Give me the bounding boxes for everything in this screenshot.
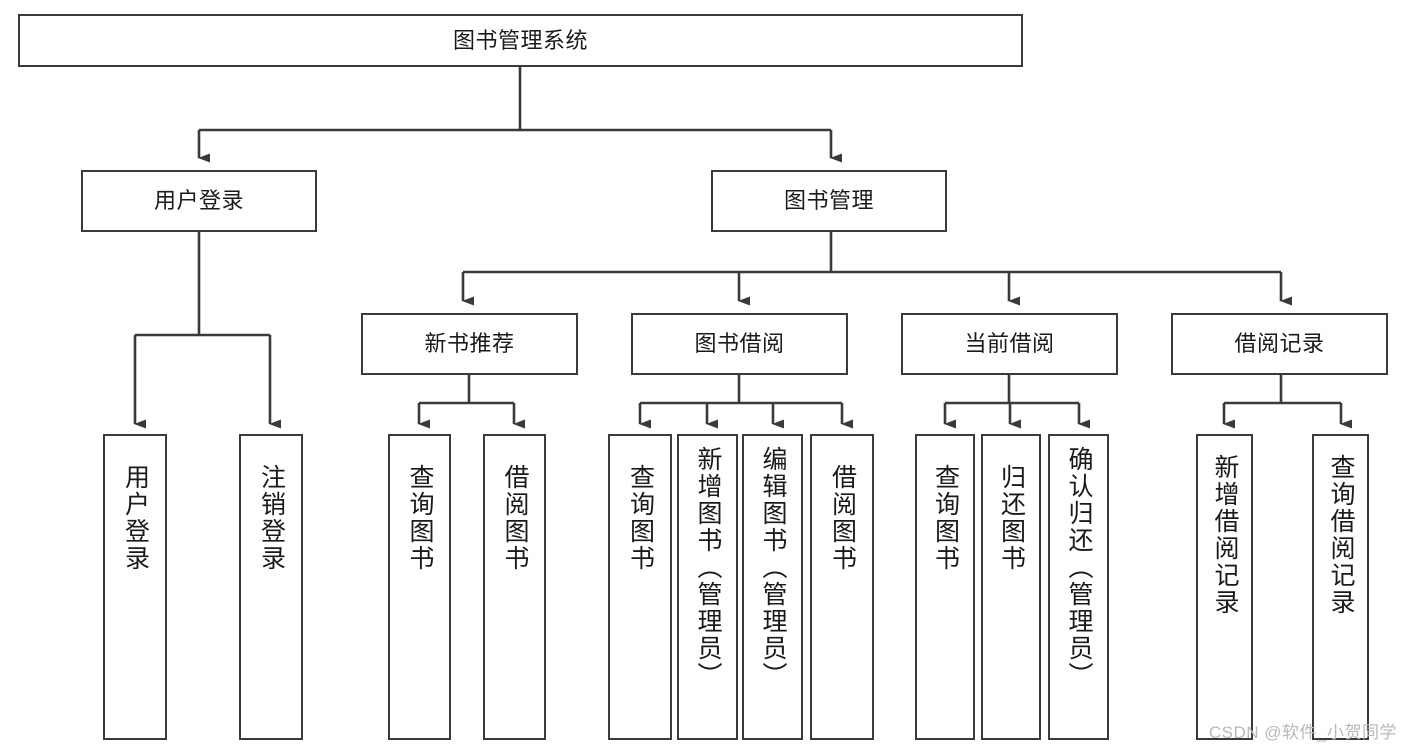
node-leaf-record-add-record[interactable]: 新增借阅记录: [1196, 434, 1253, 740]
node-leaf-borrow-edit-book[interactable]: 编辑图书（管理员）: [742, 434, 803, 740]
node-leaf-current-confirm-return[interactable]: 确认归还（管理员）: [1048, 434, 1109, 740]
node-leaf-logout[interactable]: 注销登录: [239, 434, 303, 740]
node-label: 注销登录: [257, 464, 286, 572]
node-borrow-record[interactable]: 借阅记录: [1171, 313, 1388, 375]
node-leaf-current-query-book[interactable]: 查询图书: [915, 434, 975, 740]
node-label: 新书推荐: [424, 331, 515, 357]
node-label: 图书管理系统: [452, 27, 588, 53]
node-leaf-record-query-record[interactable]: 查询借阅记录: [1312, 434, 1369, 740]
node-user-login[interactable]: 用户登录: [81, 170, 317, 232]
node-label: 借阅记录: [1234, 331, 1325, 357]
node-label: 新增图书（管理员）: [694, 446, 722, 689]
node-current-borrow[interactable]: 当前借阅: [901, 313, 1118, 375]
node-label: 归还图书: [997, 464, 1026, 572]
node-label: 编辑图书（管理员）: [759, 446, 787, 689]
node-label: 查询图书: [931, 464, 960, 572]
node-label: 新增借阅记录: [1211, 454, 1239, 616]
node-leaf-newbook-query-book[interactable]: 查询图书: [388, 434, 451, 740]
node-label: 确认归还（管理员）: [1065, 446, 1093, 689]
node-leaf-borrow-add-book[interactable]: 新增图书（管理员）: [677, 434, 738, 740]
node-leaf-current-return-book[interactable]: 归还图书: [981, 434, 1041, 740]
node-leaf-borrow-borrow-book[interactable]: 借阅图书: [810, 434, 874, 740]
node-label: 图书借阅: [694, 331, 785, 357]
node-label: 借阅图书: [501, 464, 529, 572]
node-label: 用户登录: [153, 188, 244, 214]
node-label: 图书管理: [783, 188, 874, 214]
node-book-management[interactable]: 图书管理: [711, 170, 947, 232]
node-label: 查询借阅记录: [1327, 454, 1355, 616]
node-book-borrow[interactable]: 图书借阅: [631, 313, 848, 375]
node-label: 用户登录: [121, 464, 150, 572]
node-leaf-borrow-query-book[interactable]: 查询图书: [608, 434, 672, 740]
node-label: 查询图书: [406, 464, 434, 572]
node-label: 当前借阅: [964, 331, 1055, 357]
node-leaf-user-login[interactable]: 用户登录: [103, 434, 167, 740]
node-label: 查询图书: [626, 464, 655, 572]
node-leaf-newbook-borrow-book[interactable]: 借阅图书: [483, 434, 546, 740]
node-label: 借阅图书: [828, 464, 857, 572]
csdn-watermark: CSDN @软件_小贺同学: [1208, 723, 1397, 742]
node-root-system[interactable]: 图书管理系统: [18, 14, 1023, 67]
node-new-book-recommend[interactable]: 新书推荐: [361, 313, 578, 375]
